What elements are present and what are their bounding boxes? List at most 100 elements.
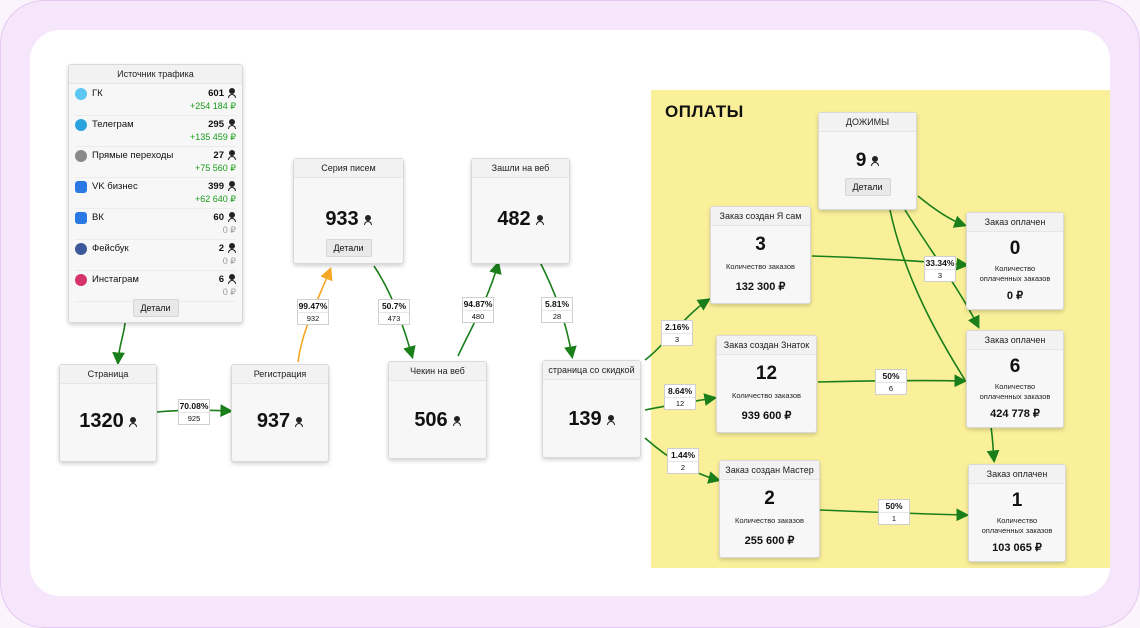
source-money: 0 ₽: [222, 256, 236, 266]
source-name: Телеграм: [92, 119, 134, 130]
telegram-icon: [75, 119, 87, 131]
payments-title: ОПЛАТЫ: [665, 102, 744, 121]
node-money: 103 065 ₽: [992, 542, 1042, 554]
user-icon: [228, 150, 236, 160]
node-title: Чекин на веб: [389, 362, 486, 381]
node-checkin[interactable]: Чекин на веб 506: [388, 361, 487, 459]
edge-label-discount-master: 1.44% 2: [667, 448, 699, 474]
user-icon: [228, 274, 236, 284]
source-row-vk[interactable]: ВК 60 0 ₽: [75, 209, 236, 240]
node-title: Страница: [60, 365, 156, 384]
edge-percent: 94.87%: [463, 299, 493, 309]
source-count: 27: [213, 150, 224, 161]
node-subtitle: Количество заказов: [731, 391, 801, 400]
source-money: +62 640 ₽: [194, 194, 236, 204]
source-count: 295: [208, 119, 224, 130]
node-money: 939 600 ₽: [741, 410, 792, 422]
node-value: 9: [855, 150, 867, 171]
node-subtitle: Количество заказов: [725, 262, 795, 271]
push-details-button[interactable]: Детали: [844, 178, 891, 196]
vk-business-icon: [75, 181, 87, 193]
edge-count: 1: [879, 512, 909, 524]
node-title: Заказ создан Мастер: [720, 461, 819, 480]
source-row-instagram[interactable]: Инстаграм 6 0 ₽: [75, 271, 236, 302]
node-value: 482: [497, 208, 531, 230]
node-push[interactable]: ДОЖИМЫ 9 Детали: [818, 112, 917, 210]
node-subtitle: Количество оплаченных заказов: [981, 516, 1053, 535]
node-webinar-in[interactable]: Зашли на веб 482: [471, 158, 570, 264]
traffic-source-card: Источник трафика ГК 601 +254 184 ₽ Телег…: [68, 64, 243, 323]
node-title: Заказ создан Знаток: [717, 336, 816, 355]
gk-icon: [75, 88, 87, 100]
node-letters[interactable]: Серия писем 933 Детали: [293, 158, 404, 264]
node-value-row: 933: [294, 208, 403, 231]
source-name: Прямые переходы: [92, 150, 174, 161]
node-value: 1: [1011, 490, 1023, 511]
source-count: 60: [213, 212, 224, 223]
edge-percent: 70.08%: [179, 401, 209, 411]
edge-label-expert-paid: 50% 6: [875, 369, 907, 395]
node-title: ДОЖИМЫ: [819, 113, 916, 132]
node-value: 6: [1009, 356, 1021, 377]
source-row-facebook[interactable]: Фейсбук 2 0 ₽: [75, 240, 236, 271]
letters-details-button[interactable]: Детали: [325, 239, 372, 257]
vk-icon: [75, 212, 87, 224]
node-value: 933: [325, 208, 359, 230]
node-money: 424 778 ₽: [990, 408, 1040, 420]
source-money: 0 ₽: [222, 287, 236, 297]
node-value-row: 139: [543, 408, 640, 431]
node-value-row: 506: [389, 409, 486, 432]
user-icon: [128, 416, 137, 427]
source-count: 6: [218, 274, 224, 285]
node-title: Заказ оплачен: [967, 331, 1063, 350]
source-details-button[interactable]: Детали: [132, 299, 179, 317]
node-value-row: 9: [819, 150, 916, 172]
instagram-icon: [75, 274, 87, 286]
node-subtitle: Количество оплаченных заказов: [979, 264, 1051, 283]
source-name: VK бизнес: [92, 181, 138, 192]
edge-label-discount-self: 2.16% 3: [661, 320, 693, 346]
edge-count: 932: [298, 312, 328, 324]
user-icon: [228, 243, 236, 253]
node-title: Заказ оплачен: [967, 213, 1063, 232]
node-registration[interactable]: Регистрация 937: [231, 364, 329, 462]
edge-percent: 50%: [882, 371, 900, 381]
node-paid-3[interactable]: Заказ оплачен 1 Количество оплаченных за…: [968, 464, 1066, 562]
edge-percent: 99.47%: [298, 301, 328, 311]
edge-label-master-paid: 50% 1: [878, 499, 910, 525]
source-name: ГК: [92, 88, 103, 99]
node-order-expert[interactable]: Заказ создан Знаток 12 Количество заказо…: [716, 335, 817, 433]
edge-label-letters-checkin: 50.7% 473: [378, 299, 410, 325]
source-row-telegram[interactable]: Телеграм 295 +135 459 ₽: [75, 116, 236, 147]
source-name: Фейсбук: [92, 243, 129, 254]
node-money: 255 600 ₽: [744, 535, 795, 547]
node-order-master[interactable]: Заказ создан Мастер 2 Количество заказов…: [719, 460, 820, 558]
node-paid-1[interactable]: Заказ оплачен 0 Количество оплаченных за…: [966, 212, 1064, 310]
direct-icon: [75, 150, 87, 162]
node-paid-2[interactable]: Заказ оплачен 6 Количество оплаченных за…: [966, 330, 1064, 428]
edge-label-self-paid: 33.34% 3: [924, 256, 956, 282]
edge-percent: 2.16%: [664, 322, 690, 332]
edge-percent: 50.7%: [381, 301, 407, 311]
user-icon: [228, 181, 236, 191]
source-name: ВК: [92, 212, 104, 223]
node-subtitle: Количество заказов: [734, 516, 804, 525]
source-money: +75 560 ₽: [194, 163, 236, 173]
source-row-vk-business[interactable]: VK бизнес 399 +62 640 ₽: [75, 178, 236, 209]
source-row-direct[interactable]: Прямые переходы 27 +75 560 ₽: [75, 147, 236, 178]
node-order-self[interactable]: Заказ создан Я сам 3 Количество заказов …: [710, 206, 811, 304]
node-title: Заказ оплачен: [969, 465, 1065, 484]
node-discount[interactable]: страница со скидкой 139: [542, 360, 641, 458]
node-value: 937: [256, 410, 291, 432]
edge-count: 12: [665, 397, 695, 409]
user-icon: [871, 155, 880, 166]
source-money: 0 ₽: [222, 225, 236, 235]
edge-percent: 5.81%: [544, 299, 570, 309]
edge-count: 480: [463, 310, 493, 322]
user-icon: [228, 119, 236, 129]
node-value: 139: [568, 408, 602, 430]
edge-percent: 8.64%: [667, 386, 693, 396]
node-title: Серия писем: [294, 159, 403, 178]
node-page[interactable]: Страница 1320: [59, 364, 157, 462]
source-row-gk[interactable]: ГК 601 +254 184 ₽: [75, 85, 236, 116]
